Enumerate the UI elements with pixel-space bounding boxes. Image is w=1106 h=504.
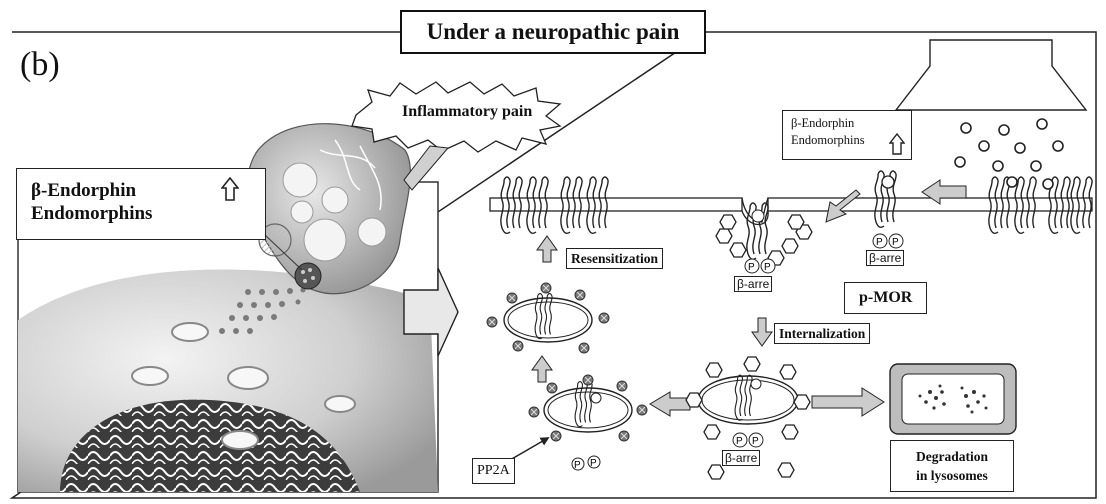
up-arrow-icon xyxy=(889,133,905,155)
dephospho-vesicle: P P xyxy=(529,375,647,471)
endorphin-box-left: β-Endorphin Endomorphins xyxy=(16,168,266,240)
pp2a-arrow xyxy=(510,438,548,460)
resensitization-label: Resensitization xyxy=(566,248,663,269)
svg-text:P: P xyxy=(736,436,743,447)
phospho-p: P xyxy=(892,237,899,248)
degradation-line2: in lysosomes xyxy=(895,466,1009,485)
resens-arrow xyxy=(537,236,557,262)
endorphin-line1: β-Endorphin xyxy=(791,115,911,132)
up-arrow-icon xyxy=(221,177,239,201)
pmor-label: p-MOR xyxy=(844,282,927,314)
degradation-label: Degradation in lysosomes xyxy=(890,440,1014,492)
internalization-label: Internalization xyxy=(774,323,870,344)
svg-text:P: P xyxy=(574,460,581,471)
lysosome-icon xyxy=(890,364,1016,434)
secreting-cell xyxy=(896,40,1086,110)
pp2a-label: PP2A xyxy=(472,458,515,484)
endorphin-box-right: β-Endorphin Endomorphins xyxy=(782,110,912,160)
svg-text:P: P xyxy=(764,262,771,273)
phospho-p: P xyxy=(876,237,883,248)
svg-text:P: P xyxy=(590,458,597,469)
vesicle-up-arrow xyxy=(532,356,552,382)
svg-text:P: P xyxy=(748,262,755,273)
degradation-line1: Degradation xyxy=(895,447,1009,466)
endorphin-line2: Endomorphins xyxy=(31,202,265,225)
beta-arrestin-label: β-arre xyxy=(722,450,760,466)
beta-arrestin-label: β-arre xyxy=(866,250,904,266)
inflammatory-pain-label: Inflammatory pain xyxy=(402,103,532,121)
pit-receptor: P P xyxy=(716,203,812,273)
panel-label: (b) xyxy=(20,46,60,84)
ligand-circles xyxy=(955,119,1063,189)
recycle-arrow xyxy=(650,392,690,416)
beta-arrestin-label: β-arre xyxy=(734,276,772,292)
svg-text:P: P xyxy=(752,436,759,447)
resensitized-vesicle xyxy=(487,283,609,353)
page-title: Under a neuropathic pain xyxy=(400,10,706,54)
degradation-arrow xyxy=(812,388,884,416)
intern-arrow xyxy=(752,318,772,346)
